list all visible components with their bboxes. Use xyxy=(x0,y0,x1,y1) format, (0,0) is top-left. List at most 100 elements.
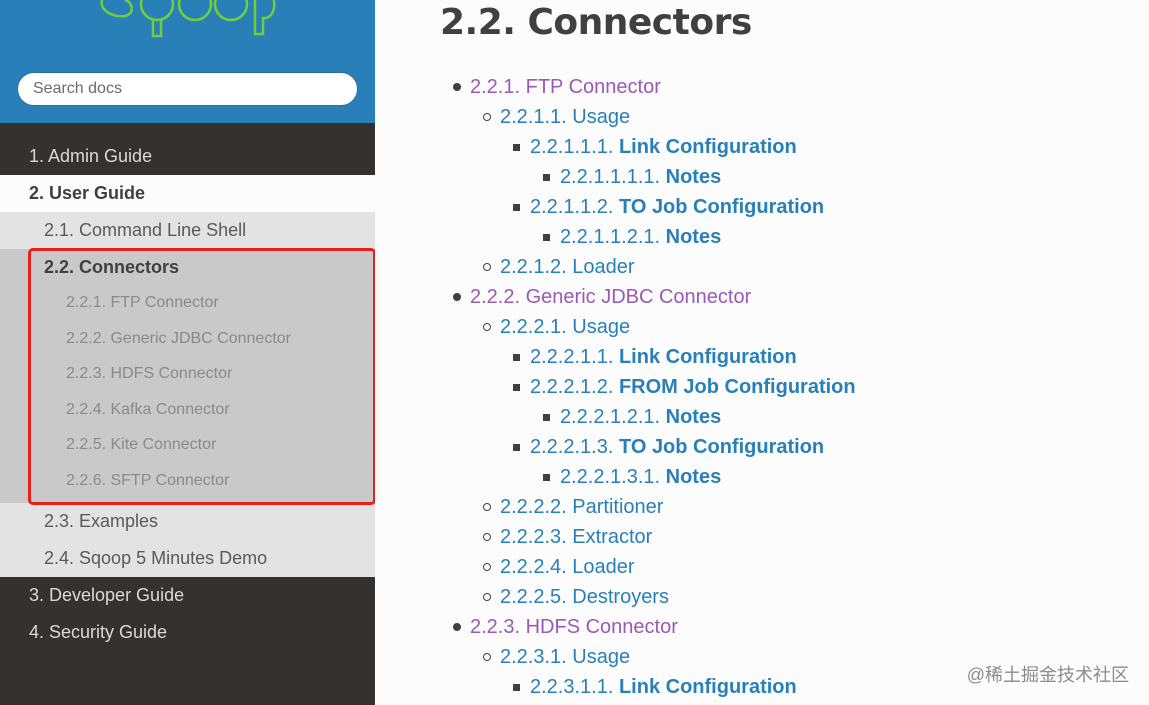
toc-text: Link Configuration xyxy=(618,346,797,368)
toc-link[interactable]: 2.2.2.1.1. Link Configuration xyxy=(530,342,797,372)
toc-row: 2.2.3.1. Usage xyxy=(375,642,1149,672)
toc-link[interactable]: 2.2.1.1.1.1. Notes xyxy=(560,162,721,192)
toc-link[interactable]: 2.2.2.5. Destroyers xyxy=(500,582,669,612)
toc-bullet-icon xyxy=(483,263,491,271)
page-title: 2.2. Connectors xyxy=(440,2,752,43)
search-input[interactable] xyxy=(17,72,358,106)
toc-text: HDFS Connector xyxy=(525,616,678,638)
toc-bullet-icon xyxy=(483,563,491,571)
toc-row: 2.2.2.1.2. FROM Job Configuration xyxy=(375,372,1149,402)
toc-number: 2.2.2. xyxy=(470,286,521,308)
toc-number: 2.2.3.1. xyxy=(500,646,567,668)
toc-link[interactable]: 2.2.3.1.1. Link Configuration xyxy=(530,672,797,702)
toc-link[interactable]: 2.2.1.2. Loader xyxy=(500,252,635,282)
toc-text: Link Configuration xyxy=(618,136,797,158)
toc-number: 2.2.2.1.1. xyxy=(530,346,614,368)
nav-item-kite-connector[interactable]: 2.2.5. Kite Connector xyxy=(66,436,217,454)
toc-number: 2.2.3.1.1. xyxy=(530,676,614,698)
nav-item-admin-guide[interactable]: 1. Admin Guide xyxy=(29,146,153,166)
toc-row: 2.2.3.1.1. Link Configuration xyxy=(375,672,1149,702)
toc-bullet-icon xyxy=(483,503,491,511)
toc-row: 2.2.2.1.3.1. Notes xyxy=(375,462,1149,492)
toc-link[interactable]: 2.2.2. Generic JDBC Connector xyxy=(470,282,751,312)
nav-item-generic-jdbc-connector[interactable]: 2.2.2. Generic JDBC Connector xyxy=(66,329,291,347)
toc-bullet-icon xyxy=(513,204,520,211)
toc-row: 2.2.2.3. Extractor xyxy=(375,522,1149,552)
toc-link[interactable]: 2.2.2.4. Loader xyxy=(500,552,635,582)
toc-text: Destroyers xyxy=(572,586,669,608)
toc-row: 2.2.3. HDFS Connector xyxy=(375,612,1149,642)
toc-bullet-icon xyxy=(513,144,520,151)
toc-number: 2.2.1.2. xyxy=(500,256,567,278)
toc-link[interactable]: 2.2.1.1.1. Link Configuration xyxy=(530,132,797,162)
toc-bullet-icon xyxy=(513,354,520,361)
nav-item-examples[interactable]: 2.3. Examples xyxy=(44,510,159,531)
nav-item-connectors[interactable]: 2.2. Connectors xyxy=(44,257,180,277)
toc-row: 2.2.1. FTP Connector xyxy=(375,72,1149,102)
toc-bullet-icon xyxy=(453,83,461,91)
nav-item-hdfs-connector[interactable]: 2.2.3. HDFS Connector xyxy=(66,365,233,383)
toc-link[interactable]: 2.2.3.1. Usage xyxy=(500,642,630,672)
sidebar-header xyxy=(0,0,375,123)
toc-text: Usage xyxy=(572,106,631,128)
toc-row: 2.2.1.2. Loader xyxy=(375,252,1149,282)
toc-number: 2.2.1.1. xyxy=(500,106,567,128)
sidebar: 1. Admin Guide 2. User Guide 2.1. Comman… xyxy=(0,0,376,705)
toc-number: 2.2.2.2. xyxy=(500,496,567,518)
nav-item-sqoop-demo[interactable]: 2.4. Sqoop 5 Minutes Demo xyxy=(44,547,268,568)
toc-number: 2.2.2.5. xyxy=(500,586,567,608)
nav-item-developer-guide[interactable]: 3. Developer Guide xyxy=(29,584,185,605)
connectors-subnav: 2.2. Connectors 2.2.1. FTP Connector 2.2… xyxy=(0,249,375,503)
toc-link[interactable]: 2.2.1.1.2.1. Notes xyxy=(560,222,721,252)
toc-text: Loader xyxy=(572,556,635,578)
toc-bullet-icon xyxy=(453,293,461,301)
toc-number: 2.2.1.1.2.1. xyxy=(560,226,661,248)
nav-item-sftp-connector[interactable]: 2.2.6. SFTP Connector xyxy=(66,471,230,489)
toc-number: 2.2.2.3. xyxy=(500,526,567,548)
nav-item-security-guide[interactable]: 4. Security Guide xyxy=(29,621,168,642)
toc-row: 2.2.2.1.3. TO Job Configuration xyxy=(375,432,1149,462)
toc-text: Link Configuration xyxy=(618,676,797,698)
toc-number: 2.2.1.1.1.1. xyxy=(560,166,661,188)
toc-row: 2.2.2.2. Partitioner xyxy=(375,492,1149,522)
toc-link[interactable]: 2.2.1.1.2. TO Job Configuration xyxy=(530,192,824,222)
nav-item-ftp-connector[interactable]: 2.2.1. FTP Connector xyxy=(66,294,219,311)
nav-item-kafka-connector[interactable]: 2.2.4. Kafka Connector xyxy=(66,400,230,418)
sqoop-logo[interactable] xyxy=(95,0,285,44)
toc-link[interactable]: 2.2.2.1.3.1. Notes xyxy=(560,462,721,492)
toc-bullet-icon xyxy=(453,623,461,631)
toc-link[interactable]: 2.2.2.1. Usage xyxy=(500,312,630,342)
toc-bullet-icon xyxy=(543,414,550,421)
toc-link[interactable]: 2.2.3. HDFS Connector xyxy=(470,612,678,642)
toc-link[interactable]: 2.2.2.1.3. TO Job Configuration xyxy=(530,432,824,462)
toc-row: 2.2.2.5. Destroyers xyxy=(375,582,1149,612)
toc-link[interactable]: 2.2.1. FTP Connector xyxy=(470,72,661,102)
toc-link[interactable]: 2.2.2.1.2. FROM Job Configuration xyxy=(530,372,856,402)
toc-link[interactable]: 2.2.1.1. Usage xyxy=(500,102,630,132)
toc-link[interactable]: 2.2.2.3. Extractor xyxy=(500,522,652,552)
toc-number: 2.2.1.1.1. xyxy=(530,136,614,158)
sidebar-nav: 1. Admin Guide 2. User Guide 2.1. Comman… xyxy=(0,138,375,651)
toc-text: Notes xyxy=(665,466,722,488)
toc-row: 2.2.2.1.1. Link Configuration xyxy=(375,342,1149,372)
nav-item-command-line-shell[interactable]: 2.1. Command Line Shell xyxy=(44,220,247,240)
toc-text: Notes xyxy=(665,406,722,428)
toc-text: FTP Connector xyxy=(525,76,661,98)
toc-row: 2.2.2.1.2.1. Notes xyxy=(375,402,1149,432)
nav-item-user-guide[interactable]: 2. User Guide xyxy=(0,175,375,212)
toc-row: 2.2.2.1. Usage xyxy=(375,312,1149,342)
toc-bullet-icon xyxy=(543,174,550,181)
toc-link[interactable]: 2.2.2.1.2.1. Notes xyxy=(560,402,721,432)
toc-bullet-icon xyxy=(483,113,491,121)
toc-number: 2.2.1. xyxy=(470,76,521,98)
toc-text: Notes xyxy=(665,166,722,188)
user-guide-subnav: 2.1. Command Line Shell 2.2. Connectors … xyxy=(0,212,375,577)
toc-bullet-icon xyxy=(513,444,520,451)
toc-link[interactable]: 2.2.2.2. Partitioner xyxy=(500,492,663,522)
toc-number: 2.2.2.4. xyxy=(500,556,567,578)
toc-row: 2.2.2.4. Loader xyxy=(375,552,1149,582)
toc-row: 2.2.1.1. Usage xyxy=(375,102,1149,132)
toc-row: 2.2.1.1.1. Link Configuration xyxy=(375,132,1149,162)
toc-text: Notes xyxy=(665,226,722,248)
